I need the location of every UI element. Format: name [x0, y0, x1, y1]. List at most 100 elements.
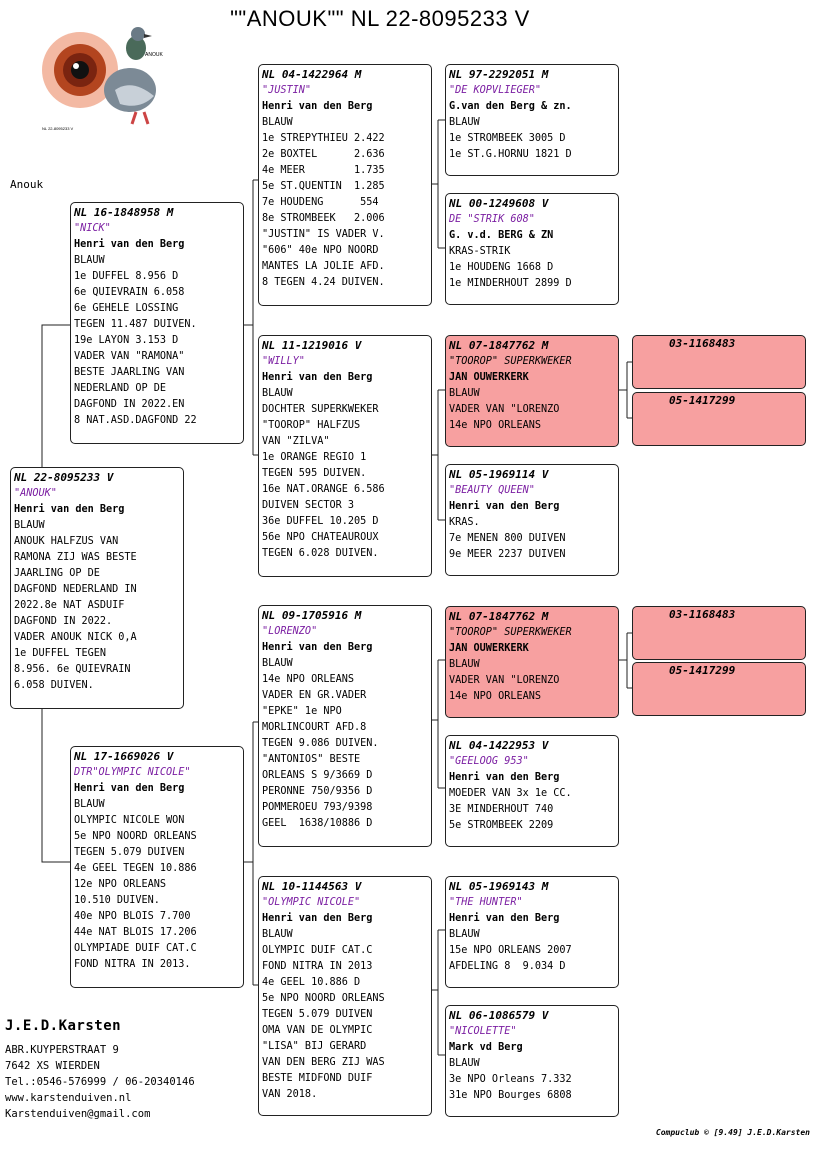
- anouk-label: Anouk: [10, 178, 44, 191]
- father-card[interactable]: NL 16-1848958 M "NICK" Henri van den Ber…: [70, 202, 244, 444]
- ring-number: NL 06-1086579 V: [449, 1009, 549, 1022]
- detail-line: OLYMPIC NICOLE WON: [74, 815, 185, 826]
- pigeon-name: "NICK": [74, 223, 111, 234]
- owner: Henri van den Berg: [262, 101, 373, 112]
- detail-line: 12e NPO ORLEANS: [74, 879, 167, 890]
- detail-line: 10.510 DUIVEN.: [74, 895, 160, 906]
- detail-line: OMA VAN DE OLYMPIC: [262, 1025, 373, 1036]
- pigeon-name: "WILLY": [262, 356, 305, 367]
- great-grandparent-card-highlighted[interactable]: NL 07-1847762 M "TOOROP" SUPERKWEKER JAN…: [445, 335, 619, 447]
- detail-line: 56e NPO CHATEAUROUX: [262, 532, 379, 543]
- detail-line: "606" 40e NPO NOORD: [262, 245, 379, 256]
- detail-line: VADER VAN "RAMONA": [74, 351, 185, 362]
- pigeon-name: "BEAUTY QUEEN": [449, 485, 535, 496]
- detail-line: VADER ANOUK NICK 0,A: [14, 632, 137, 643]
- detail-line: 1e ST.G.HORNU 1821 D: [449, 149, 572, 160]
- detail-line: GEEL 1638/10886 D: [262, 818, 373, 829]
- ring-number: NL 16-1848958 M: [74, 206, 174, 219]
- detail-line: 8 NAT.ASD.DAGFOND 22: [74, 415, 197, 426]
- detail-line: MANTES LA JOLIE AFD.: [262, 261, 385, 272]
- subject-pigeon-card[interactable]: NL 22-8095233 V "ANOUK" Henri van den Be…: [10, 467, 184, 709]
- detail-line: ANOUK HALFZUS VAN: [14, 536, 119, 547]
- breeder-address: ABR.KUYPERSTRAAT 9: [5, 1044, 119, 1056]
- detail-line: 2e BOXTEL 2.636: [262, 149, 385, 160]
- pigeon-name: "JUSTIN": [262, 85, 312, 96]
- detail-line: TEGEN 11.487 DUIVEN.: [74, 319, 197, 330]
- detail-line: BLAUW: [262, 658, 293, 669]
- ring-number: NL 07-1847762 M: [449, 610, 549, 623]
- detail-line: 44e NAT BLOIS 17.206: [74, 927, 197, 938]
- svg-text:ANOUK: ANOUK: [145, 52, 163, 58]
- detail-line: 40e NPO BLOIS 7.700: [74, 911, 191, 922]
- breeder-email-link[interactable]: Karstenduiven@gmail.com: [5, 1108, 151, 1120]
- grandmother-paternal-card[interactable]: NL 11-1219016 V "WILLY" Henri van den Be…: [258, 335, 432, 577]
- detail-line: 3e NPO Orleans 7.332: [449, 1074, 572, 1085]
- detail-line: VADER EN GR.VADER: [262, 690, 367, 701]
- ring-number: 05-1417299: [669, 664, 736, 677]
- detail-line: 36e DUFFEL 10.205 D: [262, 516, 379, 527]
- detail-line: NEDERLAND OP DE: [74, 383, 167, 394]
- great-grandparent-card[interactable]: NL 04-1422953 V "GEELOOG 953" Henri van …: [445, 735, 619, 847]
- detail-line: BESTE JAARLING VAN: [74, 367, 185, 378]
- mother-card[interactable]: NL 17-1669026 V DTR"OLYMPIC NICOLE" Henr…: [70, 746, 244, 988]
- grandfather-maternal-card[interactable]: NL 09-1705916 M "LORENZO" Henri van den …: [258, 605, 432, 847]
- detail-line: OLYMPIADE DUIF CAT.C: [74, 943, 197, 954]
- detail-line: 15e NPO ORLEANS 2007: [449, 945, 572, 956]
- detail-line: BLAUW: [449, 659, 480, 670]
- detail-line: BLAUW: [14, 520, 45, 531]
- detail-line: BLAUW: [449, 1058, 480, 1069]
- detail-line: DAGFOND NEDERLAND IN: [14, 584, 137, 595]
- great-grandparent-card[interactable]: NL 97-2292051 M "DE KOPVLIEGER" G.van de…: [445, 64, 619, 176]
- pigeon-name: "NICOLETTE": [449, 1026, 517, 1037]
- g4-card[interactable]: 05-1417299: [632, 662, 806, 716]
- owner: Henri van den Berg: [262, 913, 373, 924]
- detail-line: 1e STREPYTHIEU 2.422: [262, 133, 385, 144]
- breeder-city: 7642 XS WIERDEN: [5, 1060, 100, 1072]
- grandmother-maternal-card[interactable]: NL 10-1144563 V "OLYMPIC NICOLE" Henri v…: [258, 876, 432, 1116]
- great-grandparent-card[interactable]: NL 05-1969114 V "BEAUTY QUEEN" Henri van…: [445, 464, 619, 576]
- software-credit: Compuclub © [9.49] J.E.D.Karsten: [655, 1128, 810, 1137]
- g4-card[interactable]: 03-1168483: [632, 606, 806, 660]
- detail-line: BLAUW: [262, 929, 293, 940]
- owner: Henri van den Berg: [74, 783, 185, 794]
- great-grandparent-card-highlighted[interactable]: NL 07-1847762 M "TOOROP" SUPERKWEKER JAN…: [445, 606, 619, 718]
- g4-card[interactable]: 05-1417299: [632, 392, 806, 446]
- owner: Henri van den Berg: [262, 642, 373, 653]
- detail-line: TEGEN 5.079 DUIVEN: [74, 847, 185, 858]
- g4-card[interactable]: 03-1168483: [632, 335, 806, 389]
- great-grandparent-card[interactable]: NL 05-1969143 M "THE HUNTER" Henri van d…: [445, 876, 619, 988]
- great-grandparent-card[interactable]: NL 00-1249608 V DE "STRIK 608" G. v.d. B…: [445, 193, 619, 305]
- breeder-website-link[interactable]: www.karstenduiven.nl: [5, 1092, 132, 1104]
- detail-line: 6e QUIEVRAIN 6.058: [74, 287, 185, 298]
- ring-number: NL 09-1705916 M: [262, 609, 362, 622]
- detail-line: 7e HOUDENG 554: [262, 197, 379, 208]
- detail-line: VAN 2018.: [262, 1089, 318, 1100]
- detail-line: BLAUW: [449, 388, 480, 399]
- ring-number: NL 00-1249608 V: [449, 197, 549, 210]
- svg-text:NL 22-8095233 V: NL 22-8095233 V: [42, 126, 74, 131]
- detail-line: ORLEANS S 9/3669 D: [262, 770, 373, 781]
- pigeon-name: "ANOUK": [14, 488, 57, 499]
- detail-line: 14e NPO ORLEANS: [449, 691, 542, 702]
- ring-number: NL 04-1422953 V: [449, 739, 549, 752]
- detail-line: BLAUW: [74, 255, 105, 266]
- great-grandparent-card[interactable]: NL 06-1086579 V "NICOLETTE" Mark vd Berg…: [445, 1005, 619, 1117]
- owner: Henri van den Berg: [449, 772, 560, 783]
- detail-line: 8.956. 6e QUIEVRAIN: [14, 664, 131, 675]
- detail-line: 1e DUFFEL TEGEN: [14, 648, 107, 659]
- detail-line: DAGFOND IN 2022.EN: [74, 399, 185, 410]
- detail-line: 4e GEEL 10.886 D: [262, 977, 361, 988]
- detail-line: "TOOROP" HALFZUS: [262, 420, 361, 431]
- detail-line: TEGEN 5.079 DUIVEN: [262, 1009, 373, 1020]
- detail-line: 4e GEEL TEGEN 10.886: [74, 863, 197, 874]
- grandfather-paternal-card[interactable]: NL 04-1422964 M "JUSTIN" Henri van den B…: [258, 64, 432, 306]
- owner: JAN OUWERKERK: [449, 372, 529, 383]
- detail-line: "LISA" BIJ GERARD: [262, 1041, 367, 1052]
